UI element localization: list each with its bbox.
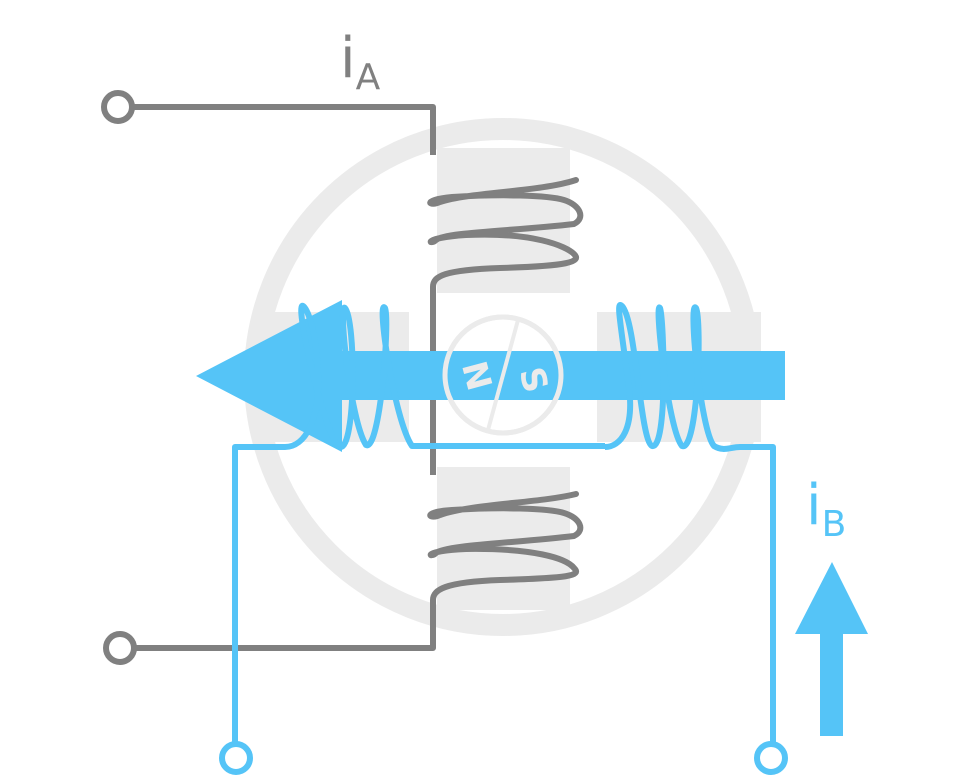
current-b-subscript: B bbox=[822, 504, 847, 545]
coil-b-left bbox=[232, 302, 605, 742]
current-a-subscript: A bbox=[356, 57, 381, 98]
phase-b-circuit bbox=[196, 300, 868, 775]
terminal-b-right[interactable] bbox=[754, 741, 788, 775]
current-a-label: iA bbox=[340, 26, 381, 98]
flux-arrow bbox=[196, 300, 785, 452]
coil-a-bottom bbox=[427, 491, 584, 603]
coil-a-top bbox=[427, 177, 584, 290]
current-a-symbol: i bbox=[340, 26, 356, 91]
terminal-a-top[interactable] bbox=[101, 90, 135, 124]
current-b-label: iB bbox=[806, 473, 846, 545]
rotor-pole-divider bbox=[486, 319, 520, 431]
current-b-arrow bbox=[795, 562, 868, 736]
rotor-magnet: N S bbox=[442, 314, 564, 436]
rotor-outline bbox=[442, 314, 564, 436]
coil-b-right bbox=[604, 301, 776, 742]
terminal-b-left[interactable] bbox=[219, 741, 253, 775]
current-b-symbol: i bbox=[806, 473, 822, 538]
terminal-a-bottom[interactable] bbox=[103, 631, 137, 665]
phase-a-wire-top bbox=[132, 104, 436, 155]
